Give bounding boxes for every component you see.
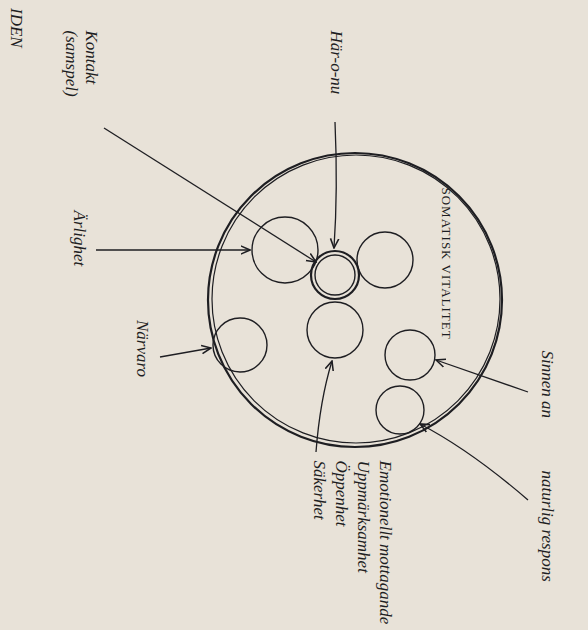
handwritten-label: Uppmärksamhet bbox=[352, 460, 372, 625]
handwritten-label: naturlig respons bbox=[536, 470, 556, 605]
handwritten-label: Emotionellt mottagande bbox=[374, 460, 394, 625]
handwritten-label: Närvaro bbox=[132, 320, 152, 400]
handwritten-label: Säkerhet bbox=[308, 460, 328, 625]
handwritten-label: IDEN bbox=[6, 8, 26, 68]
outer-circle: SOMATISK VITALITET bbox=[205, 150, 505, 450]
circle-title: SOMATISK VITALITET bbox=[437, 188, 453, 353]
leader-arrows bbox=[96, 122, 528, 500]
handwritten-label: Kontakt (samspel) bbox=[60, 30, 100, 125]
handwritten-label: Här-o-nu bbox=[325, 30, 345, 115]
handwritten-label: Sinnen an bbox=[536, 350, 556, 435]
circle-outline bbox=[205, 150, 505, 450]
handwritten-label: Öppenhet bbox=[330, 460, 350, 625]
handwritten-label: Ärlighet bbox=[68, 210, 88, 295]
